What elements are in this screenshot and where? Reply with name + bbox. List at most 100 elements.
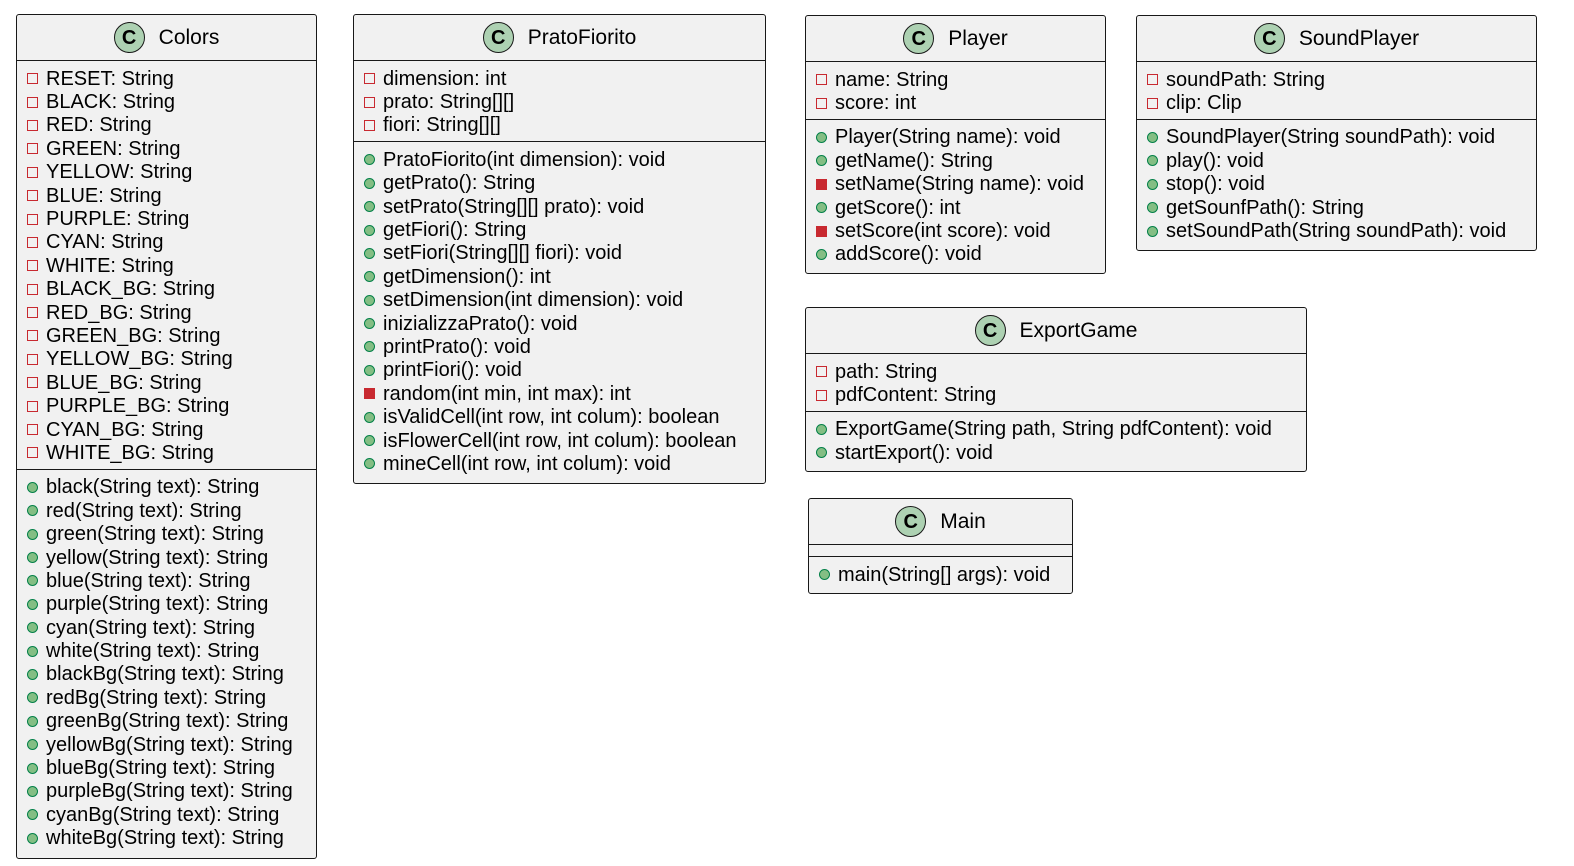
field-row: GREEN: String bbox=[17, 137, 316, 160]
private-field-icon bbox=[27, 353, 38, 365]
method-row: setSoundPath(String soundPath): void bbox=[1137, 219, 1536, 242]
private-field-icon bbox=[27, 96, 38, 108]
public-method-icon bbox=[364, 294, 375, 306]
method-label: setScore(int score): void bbox=[835, 220, 1051, 243]
public-method-icon bbox=[364, 435, 375, 447]
field-row: BLACK: String bbox=[17, 90, 316, 113]
field-row: clip: Clip bbox=[1137, 91, 1536, 114]
class-icon: C bbox=[1253, 23, 1285, 54]
method-row: getName(): String bbox=[806, 149, 1105, 172]
method-row: yellowBg(String text): String bbox=[17, 733, 316, 756]
method-row: play(): void bbox=[1137, 149, 1536, 172]
public-method-icon bbox=[27, 809, 38, 821]
public-method-icon bbox=[816, 447, 827, 459]
public-method-icon bbox=[27, 575, 38, 587]
method-label: SoundPlayer(String soundPath): void bbox=[1166, 126, 1496, 149]
class-icon: C bbox=[974, 315, 1006, 346]
class-main: C Main main(String[] args): void bbox=[808, 498, 1073, 594]
public-method-icon bbox=[364, 318, 375, 330]
public-method-icon bbox=[27, 785, 38, 797]
method-label: cyanBg(String text): String bbox=[46, 803, 280, 826]
field-label: GREEN: String bbox=[46, 137, 181, 160]
private-field-icon bbox=[27, 424, 38, 436]
public-method-icon bbox=[816, 248, 827, 260]
field-row: PURPLE_BG: String bbox=[17, 394, 316, 417]
method-label: whiteBg(String text): String bbox=[46, 827, 284, 850]
method-label: printFiori(): void bbox=[383, 359, 522, 382]
public-method-icon bbox=[816, 131, 827, 143]
field-row: RED_BG: String bbox=[17, 301, 316, 324]
public-method-icon bbox=[364, 341, 375, 353]
method-label: setPrato(String[][] prato): void bbox=[383, 195, 645, 218]
class-header: C SoundPlayer bbox=[1137, 16, 1536, 62]
field-row: CYAN: String bbox=[17, 231, 316, 254]
public-method-icon bbox=[819, 569, 830, 581]
private-field-icon bbox=[27, 260, 38, 272]
private-field-icon bbox=[27, 190, 38, 202]
private-field-icon bbox=[27, 119, 38, 131]
method-label: printPrato(): void bbox=[383, 335, 531, 358]
field-row: path: String bbox=[806, 360, 1306, 383]
public-method-icon bbox=[1147, 202, 1158, 214]
public-method-icon bbox=[1147, 131, 1158, 143]
class-name: SoundPlayer bbox=[1298, 27, 1420, 50]
method-row: random(int min, int max): int bbox=[354, 382, 765, 405]
field-row: PURPLE: String bbox=[17, 207, 316, 230]
method-row: PratoFiorito(int dimension): void bbox=[354, 148, 765, 171]
method-label: blueBg(String text): String bbox=[46, 757, 275, 780]
method-row: getPrato(): String bbox=[354, 172, 765, 195]
method-label: setSoundPath(String soundPath): void bbox=[1166, 220, 1507, 243]
method-label: addScore(): void bbox=[835, 243, 982, 266]
method-label: purple(String text): String bbox=[46, 593, 269, 616]
method-label: Player(String name): void bbox=[835, 126, 1061, 149]
method-label: blue(String text): String bbox=[46, 569, 251, 592]
field-label: score: int bbox=[835, 92, 917, 115]
private-field-icon bbox=[27, 307, 38, 319]
field-row: RED: String bbox=[17, 114, 316, 137]
field-row: CYAN_BG: String bbox=[17, 418, 316, 441]
public-method-icon bbox=[364, 411, 375, 423]
method-label: getScore(): int bbox=[835, 196, 961, 219]
method-label: green(String text): String bbox=[46, 523, 264, 546]
field-label: clip: Clip bbox=[1166, 92, 1242, 115]
method-row: stop(): void bbox=[1137, 173, 1536, 196]
method-row: purpleBg(String text): String bbox=[17, 780, 316, 803]
method-label: blackBg(String text): String bbox=[46, 663, 284, 686]
method-row: setScore(int score): void bbox=[806, 219, 1105, 242]
field-label: BLACK: String bbox=[46, 91, 175, 114]
method-row: isFlowerCell(int row, int colum): boolea… bbox=[354, 429, 765, 452]
field-label: YELLOW_BG: String bbox=[46, 348, 233, 371]
public-method-icon bbox=[1147, 155, 1158, 167]
field-label: BLACK_BG: String bbox=[46, 278, 215, 301]
field-label: PURPLE: String bbox=[46, 208, 190, 231]
field-label: RED: String bbox=[46, 114, 152, 137]
field-row: BLACK_BG: String bbox=[17, 278, 316, 301]
field-label: name: String bbox=[835, 68, 949, 91]
field-label: CYAN: String bbox=[46, 231, 164, 254]
public-method-icon bbox=[27, 715, 38, 727]
field-row: name: String bbox=[806, 68, 1105, 91]
method-row: mineCell(int row, int colum): void bbox=[354, 452, 765, 475]
class-name: PratoFiorito bbox=[527, 26, 637, 49]
private-field-icon bbox=[1147, 74, 1158, 86]
method-label: getPrato(): String bbox=[383, 172, 536, 195]
private-method-icon bbox=[816, 225, 827, 237]
field-row: BLUE: String bbox=[17, 184, 316, 207]
field-label: WHITE: String bbox=[46, 254, 174, 277]
field-label: WHITE_BG: String bbox=[46, 441, 214, 464]
method-row: black(String text): String bbox=[17, 476, 316, 499]
private-field-icon bbox=[816, 74, 827, 86]
method-row: cyan(String text): String bbox=[17, 616, 316, 639]
class-header: C Main bbox=[809, 499, 1072, 545]
class-icon: C bbox=[903, 23, 935, 54]
method-row: whiteBg(String text): String bbox=[17, 827, 316, 850]
private-field-icon bbox=[27, 330, 38, 342]
field-row: YELLOW_BG: String bbox=[17, 348, 316, 371]
